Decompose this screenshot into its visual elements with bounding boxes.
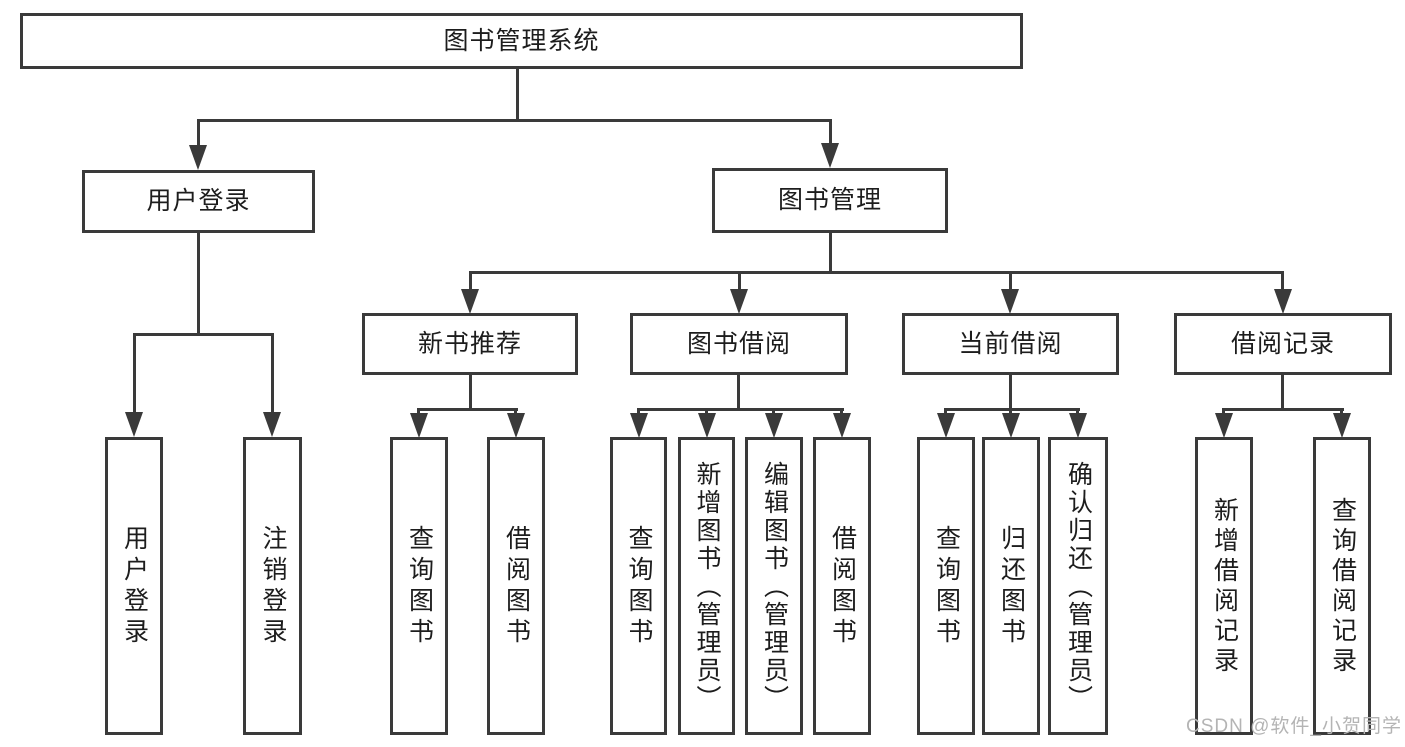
leaf-logout: 注销登录 <box>243 437 302 735</box>
arrow-down-icon <box>1001 289 1019 314</box>
connector-line <box>944 410 947 415</box>
connector-line <box>469 375 472 411</box>
arrow-down-icon <box>1215 413 1233 438</box>
connector-line <box>637 408 844 411</box>
connector-line <box>840 410 843 415</box>
arrow-down-icon <box>937 413 955 438</box>
arrow-down-icon <box>730 289 748 314</box>
connector-line <box>1009 410 1012 415</box>
leaf-recommend-borrow-book: 借阅图书 <box>487 437 545 735</box>
leaf-confirm-return-admin: 确认归还（管理员） <box>1048 437 1108 735</box>
arrow-down-icon <box>1274 289 1292 314</box>
arrow-down-icon <box>189 145 207 170</box>
arrow-down-icon <box>630 413 648 438</box>
connector-line <box>705 410 708 415</box>
leaf-add-borrow-record: 新增借阅记录 <box>1195 437 1253 735</box>
connector-line <box>514 410 517 415</box>
arrow-down-icon <box>1333 413 1351 438</box>
connector-line <box>1222 410 1225 415</box>
connector-line <box>1009 375 1012 411</box>
connector-line <box>1340 410 1343 415</box>
connector-line <box>417 410 420 415</box>
leaf-query-borrow-record: 查询借阅记录 <box>1313 437 1371 735</box>
arrow-down-icon <box>821 143 839 168</box>
leaf-return-book: 归还图书 <box>982 437 1040 735</box>
csdn-watermark: CSDN @软件_小贺同学 <box>1186 716 1402 737</box>
connector-line <box>829 121 832 145</box>
leaf-add-book-admin: 新增图书（管理员） <box>678 437 735 735</box>
connector-line <box>516 69 519 121</box>
connector-line <box>133 335 136 413</box>
node-borrowing-records: 借阅记录 <box>1174 313 1392 375</box>
connector-line <box>637 410 640 415</box>
leaf-user-login: 用户登录 <box>105 437 163 735</box>
arrow-down-icon <box>765 413 783 438</box>
node-user-login: 用户登录 <box>82 170 315 233</box>
connector-line <box>944 408 1080 411</box>
leaf-borrowing-query-book: 查询图书 <box>610 437 667 735</box>
node-new-book-recommendation: 新书推荐 <box>362 313 578 375</box>
arrow-down-icon <box>833 413 851 438</box>
connector-line <box>1076 410 1079 415</box>
leaf-edit-book-admin: 编辑图书（管理员） <box>745 437 803 735</box>
arrow-down-icon <box>698 413 716 438</box>
arrow-down-icon <box>1069 413 1087 438</box>
node-root: 图书管理系统 <box>20 13 1023 69</box>
connector-line <box>417 408 518 411</box>
connector-line <box>271 335 274 413</box>
connector-line <box>469 273 472 289</box>
connector-line <box>197 121 200 147</box>
connector-line <box>737 375 740 411</box>
leaf-borrow-book: 借阅图书 <box>813 437 871 735</box>
connector-line <box>772 410 775 415</box>
connector-line <box>829 233 832 273</box>
arrow-down-icon <box>507 413 525 438</box>
connector-line <box>1222 408 1344 411</box>
node-book-management: 图书管理 <box>712 168 948 233</box>
connector-line <box>197 119 832 122</box>
connector-line <box>1281 273 1284 289</box>
node-current-borrowing: 当前借阅 <box>902 313 1119 375</box>
connector-line <box>738 273 741 289</box>
arrow-down-icon <box>263 412 281 437</box>
connector-line <box>197 233 200 335</box>
connector-line <box>469 271 1284 274</box>
connector-line <box>1281 375 1284 411</box>
connector-line <box>1009 273 1012 289</box>
node-book-borrowing: 图书借阅 <box>630 313 848 375</box>
arrow-down-icon <box>125 412 143 437</box>
leaf-current-query-book: 查询图书 <box>917 437 975 735</box>
connector-line <box>133 333 274 336</box>
arrow-down-icon <box>410 413 428 438</box>
leaf-recommend-query-book: 查询图书 <box>390 437 448 735</box>
arrow-down-icon <box>461 289 479 314</box>
arrow-down-icon <box>1002 413 1020 438</box>
